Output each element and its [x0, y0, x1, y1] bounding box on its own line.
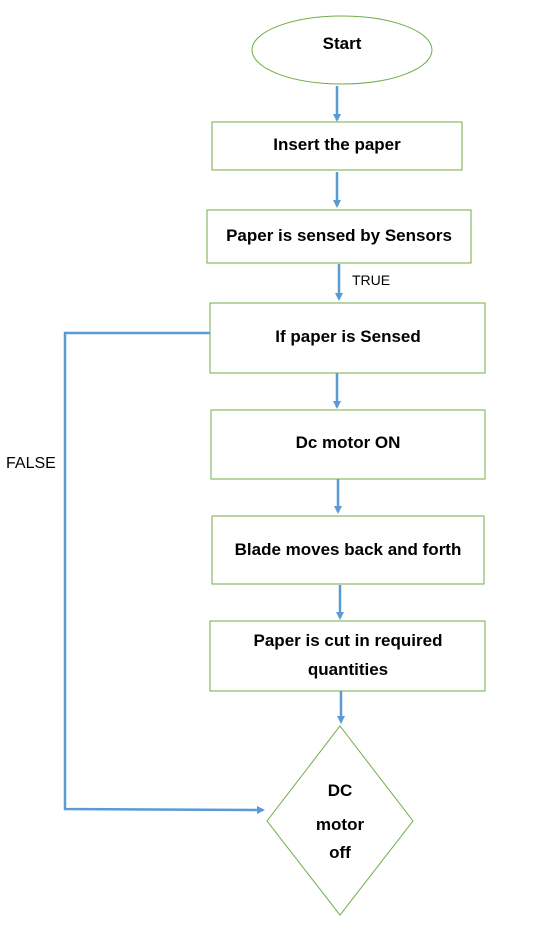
insert-paper-node: Insert the paper: [211, 121, 463, 171]
true-label: TRUE: [352, 272, 390, 288]
arrow-false-branch: [63, 331, 265, 814]
start-node: Start: [251, 15, 433, 85]
dc-motor-on-label: Dc motor ON: [296, 433, 401, 452]
if-paper-sensed-node: If paper is Sensed: [209, 302, 486, 374]
blade-moves-label: Blade moves back and forth: [235, 540, 462, 559]
dc-motor-off-label-line1: DC: [328, 781, 353, 800]
blade-moves-node: Blade moves back and forth: [211, 515, 485, 585]
if-paper-sensed-label: If paper is Sensed: [275, 327, 421, 346]
paper-cut-node: Paper is cut in required quantities: [209, 620, 486, 692]
paper-cut-label-line2: quantities: [308, 660, 388, 679]
false-label: FALSE: [6, 455, 56, 472]
sensed-by-sensors-node: Paper is sensed by Sensors: [206, 209, 472, 264]
dc-motor-on-node: Dc motor ON: [210, 409, 486, 480]
start-label: Start: [323, 34, 362, 53]
sensed-by-sensors-label: Paper is sensed by Sensors: [226, 226, 452, 245]
dc-motor-off-label-line3: off: [329, 843, 351, 862]
dc-motor-off-label-line2: motor: [316, 815, 365, 834]
insert-paper-label: Insert the paper: [273, 135, 401, 154]
dc-motor-off-node: DC motor off: [266, 725, 414, 916]
paper-cut-label-line1: Paper is cut in required: [254, 631, 443, 650]
